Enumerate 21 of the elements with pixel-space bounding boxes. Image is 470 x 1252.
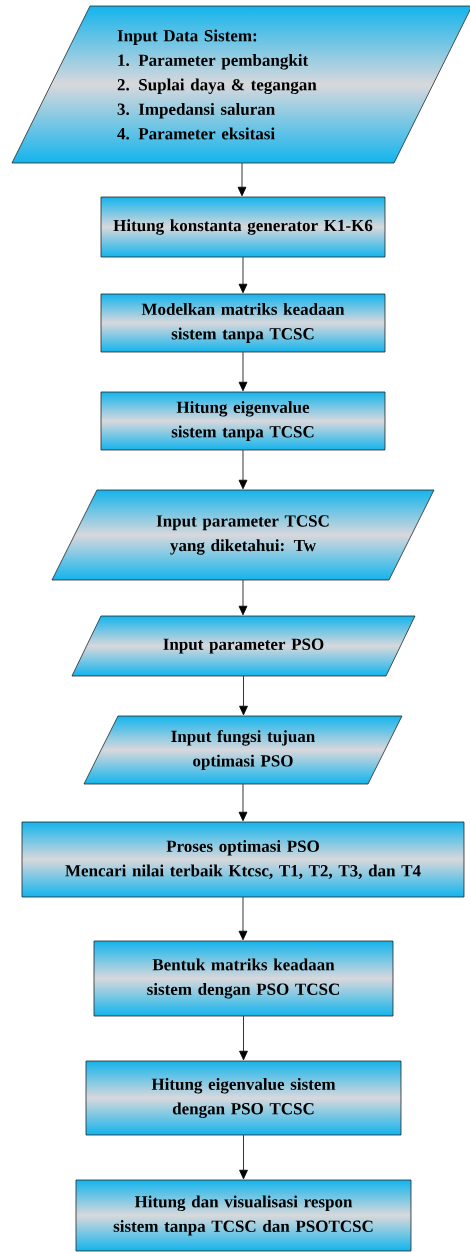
process-box: Modelkan matriks keadaan sistem tanpa TCSC [100, 293, 386, 353]
arrow [237, 162, 247, 197]
process-box: Proses optimasi PSO Mencari nilai terbaik Ktcsc, T1, T2, T3, dan T4 [21, 821, 465, 898]
input-parallelogram: Input Data Sistem: 1. Parameter pembangkit 2. Suplai daya & tegangan 3. Impedansi saluran 4. Parameter eksitasi [11, 5, 470, 164]
process-box: Hitung konstanta generator K1-K6 [100, 196, 386, 258]
input-parallelogram: Input fungsi tujuan optimasi PSO [83, 715, 403, 785]
arrow [238, 351, 248, 392]
arrow [238, 579, 248, 616]
arrow [238, 256, 248, 294]
input-parallelogram: Input parameter PSO [71, 615, 416, 677]
arrow [238, 896, 248, 941]
arrow [238, 783, 248, 822]
input-parallelogram: Input parameter TCSC yang diketahui: Tw [51, 489, 435, 581]
process-box: Hitung dan visualisasi respon sistem tanpa TCSC dan PSOTCSC [75, 1179, 412, 1252]
arrow [239, 1015, 248, 1061]
process-box: Hitung eigenvalue sistem tanpa TCSC [100, 391, 386, 451]
arrow [239, 675, 248, 716]
arrow [239, 1134, 248, 1180]
process-box: Bentuk matriks keadaan sistem dengan PSO TCSC [93, 940, 394, 1017]
process-box: Hitung eigenvalue sistem dengan PSO TCSC [85, 1060, 402, 1136]
arrow [238, 449, 248, 490]
